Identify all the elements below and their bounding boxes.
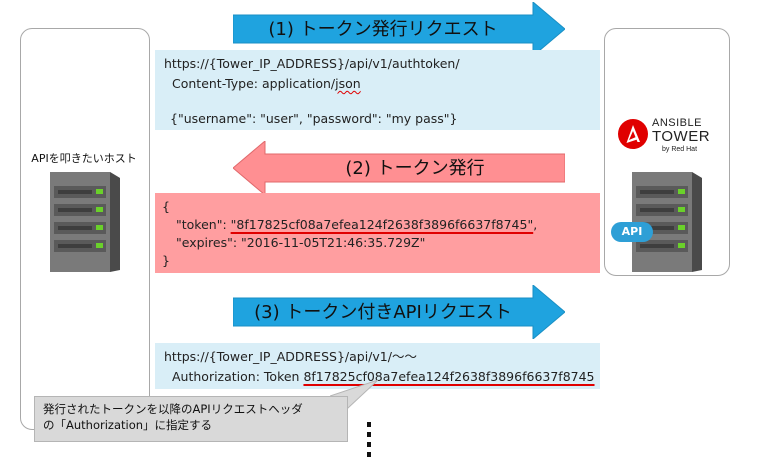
token-value: "8f17825cf08a7efea124f2638f3896f6637f874… [230,217,534,232]
content-type-line: Content-Type: application/json [172,75,361,92]
ansible-logo-icon [618,119,648,149]
callout-line2: の「Authorization」に指定する [43,418,213,432]
tower-logo-line2: TOWER [652,128,711,145]
authorized-request-arrow [233,285,565,339]
request-token-arrow [233,2,565,56]
api-badge: API [611,222,653,242]
arrow2-label: (2) トークン発行 [345,158,485,179]
arrow3-label: (3) トークン付きAPIリクエスト [254,302,512,323]
client-server-icon [50,172,120,272]
token-response-panel [155,193,600,273]
response-close-brace: } [162,253,170,268]
continuation-dots [367,422,371,457]
client-host-label: APIを叩きたいホスト [31,152,137,165]
arrow1-label: (1) トークン発行リクエスト [268,19,498,40]
request-url: https://{Tower_IP_ADDRESS}/api/v1/authto… [164,56,460,71]
response-open-brace: { [162,199,170,214]
callout-line1: 発行されたトークンを以降のAPIリクエストヘッダ [43,402,303,416]
content-type-prefix: Content-Type: application/ [172,76,336,91]
content-type-json: json [335,76,361,91]
authorized-request-panel [155,343,600,389]
token-comma: , [533,217,538,232]
tower-server-icon [632,172,702,272]
token-key: "token": [176,217,231,232]
api-request-url: https://{Tower_IP_ADDRESS}/api/v1/～～ [164,349,417,364]
credentials-body: {"username": "user", "password": "my pas… [170,111,458,126]
tower-logo-line1: ANSIBLE [652,117,702,129]
token-request-panel [155,50,600,130]
tower-logo-line3: by Red Hat [662,146,698,153]
callout-box: 発行されたトークンを以降のAPIリクエストヘッダ の「Authorization… [34,396,348,442]
token-line: "token": "8f17825cf08a7efea124f2638f3896… [176,216,537,233]
expires-line: "expires": "2016-11-05T21:46:35.729Z" [176,235,426,250]
token-response-arrow [233,141,565,195]
authorization-prefix: Authorization: Token [172,369,304,384]
